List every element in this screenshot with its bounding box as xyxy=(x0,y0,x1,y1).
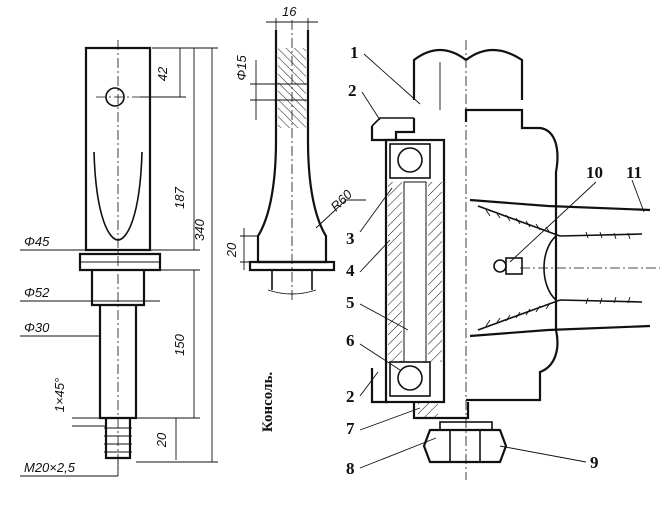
callout-numbers: 1 2 3 4 5 6 2 7 8 9 10 11 xyxy=(346,43,642,478)
dim-20-shaft: 20 xyxy=(154,432,169,448)
dim-chamfer: 1×45° xyxy=(52,378,67,412)
callout-9: 9 xyxy=(590,453,599,472)
callout-7: 7 xyxy=(346,419,355,438)
dim-d30: Φ30 xyxy=(24,320,50,335)
dim-20-side: 20 xyxy=(224,242,239,258)
dim-16: 16 xyxy=(282,4,297,19)
callout-8: 8 xyxy=(346,459,355,478)
caption-console: Консоль. xyxy=(260,372,276,433)
callout-10: 10 xyxy=(586,163,603,182)
side-dimension-lines xyxy=(240,18,366,270)
dim-340: 340 xyxy=(192,218,207,240)
dim-150: 150 xyxy=(172,333,187,355)
console-side-view xyxy=(248,20,336,300)
dim-42: 42 xyxy=(155,66,170,81)
dim-r60: R60 xyxy=(328,186,356,214)
dim-d45: Φ45 xyxy=(24,234,50,249)
dim-thread: M20×2,5 xyxy=(24,460,76,475)
callout-11: 11 xyxy=(626,163,642,182)
callout-6: 6 xyxy=(346,331,355,350)
dim-187: 187 xyxy=(172,186,187,208)
shaft-dimension-labels: 42 187 340 150 20 Φ45 Φ52 Φ30 1×45° M20×… xyxy=(24,66,207,475)
callout-leaders xyxy=(359,53,645,469)
callout-4: 4 xyxy=(346,261,355,280)
callout-2-bottom: 2 xyxy=(346,387,355,406)
dim-d52: Φ52 xyxy=(24,285,50,300)
side-dimension-labels: 16 Φ15 R60 20 xyxy=(224,4,356,258)
callout-5: 5 xyxy=(346,293,355,312)
assembly-section xyxy=(370,40,660,480)
callout-3: 3 xyxy=(346,229,355,248)
console-front-view xyxy=(78,40,162,470)
shaft-dimension-lines xyxy=(20,47,218,477)
dim-d15: Φ15 xyxy=(234,55,249,81)
callout-1: 1 xyxy=(350,43,359,62)
callout-2-top: 2 xyxy=(348,81,357,100)
